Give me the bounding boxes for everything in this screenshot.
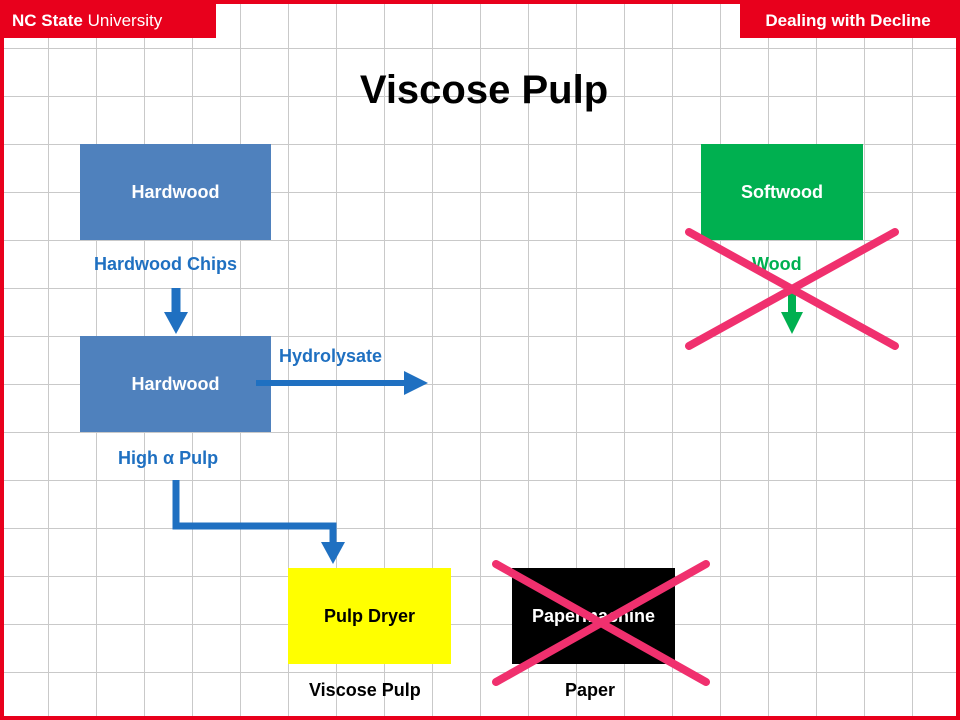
viscose-pulp-label: Viscose Pulp (309, 680, 421, 700)
pulp-text: Pulp (179, 448, 219, 468)
alpha-symbol: α (163, 448, 175, 468)
high-text: High (118, 448, 158, 468)
high-alpha-pulp-label: High α Pulp (118, 448, 218, 469)
paper-label: Paper (565, 680, 616, 700)
softwood-cross-out (685, 228, 899, 350)
softwood-box: Softwood (701, 144, 863, 240)
brand-light-text: University (87, 11, 163, 30)
hydrolysate-label: Hydrolysate (279, 346, 383, 366)
university-brand-tag: NC State University (4, 4, 216, 38)
hardwood-box-1: Hardwood (80, 144, 271, 240)
papermachine-cross-out (492, 560, 710, 686)
pulp-dryer-box: Pulp Dryer (288, 568, 451, 664)
arrow-pulp-to-dryer (172, 480, 345, 564)
arrow-chips-to-hardwood (164, 288, 188, 334)
brand-bold-text: NC State (12, 11, 83, 30)
slide-title: Viscose Pulp (359, 68, 609, 112)
topic-tag: Dealing with Decline (740, 4, 956, 38)
hardwood-box-2: Hardwood (80, 336, 271, 432)
flow-diagram-overlay (164, 228, 899, 686)
wood-label: Wood (752, 254, 802, 274)
arrow-hydrolysate (256, 371, 428, 395)
hardwood-chips-label: Hardwood Chips (94, 254, 237, 274)
